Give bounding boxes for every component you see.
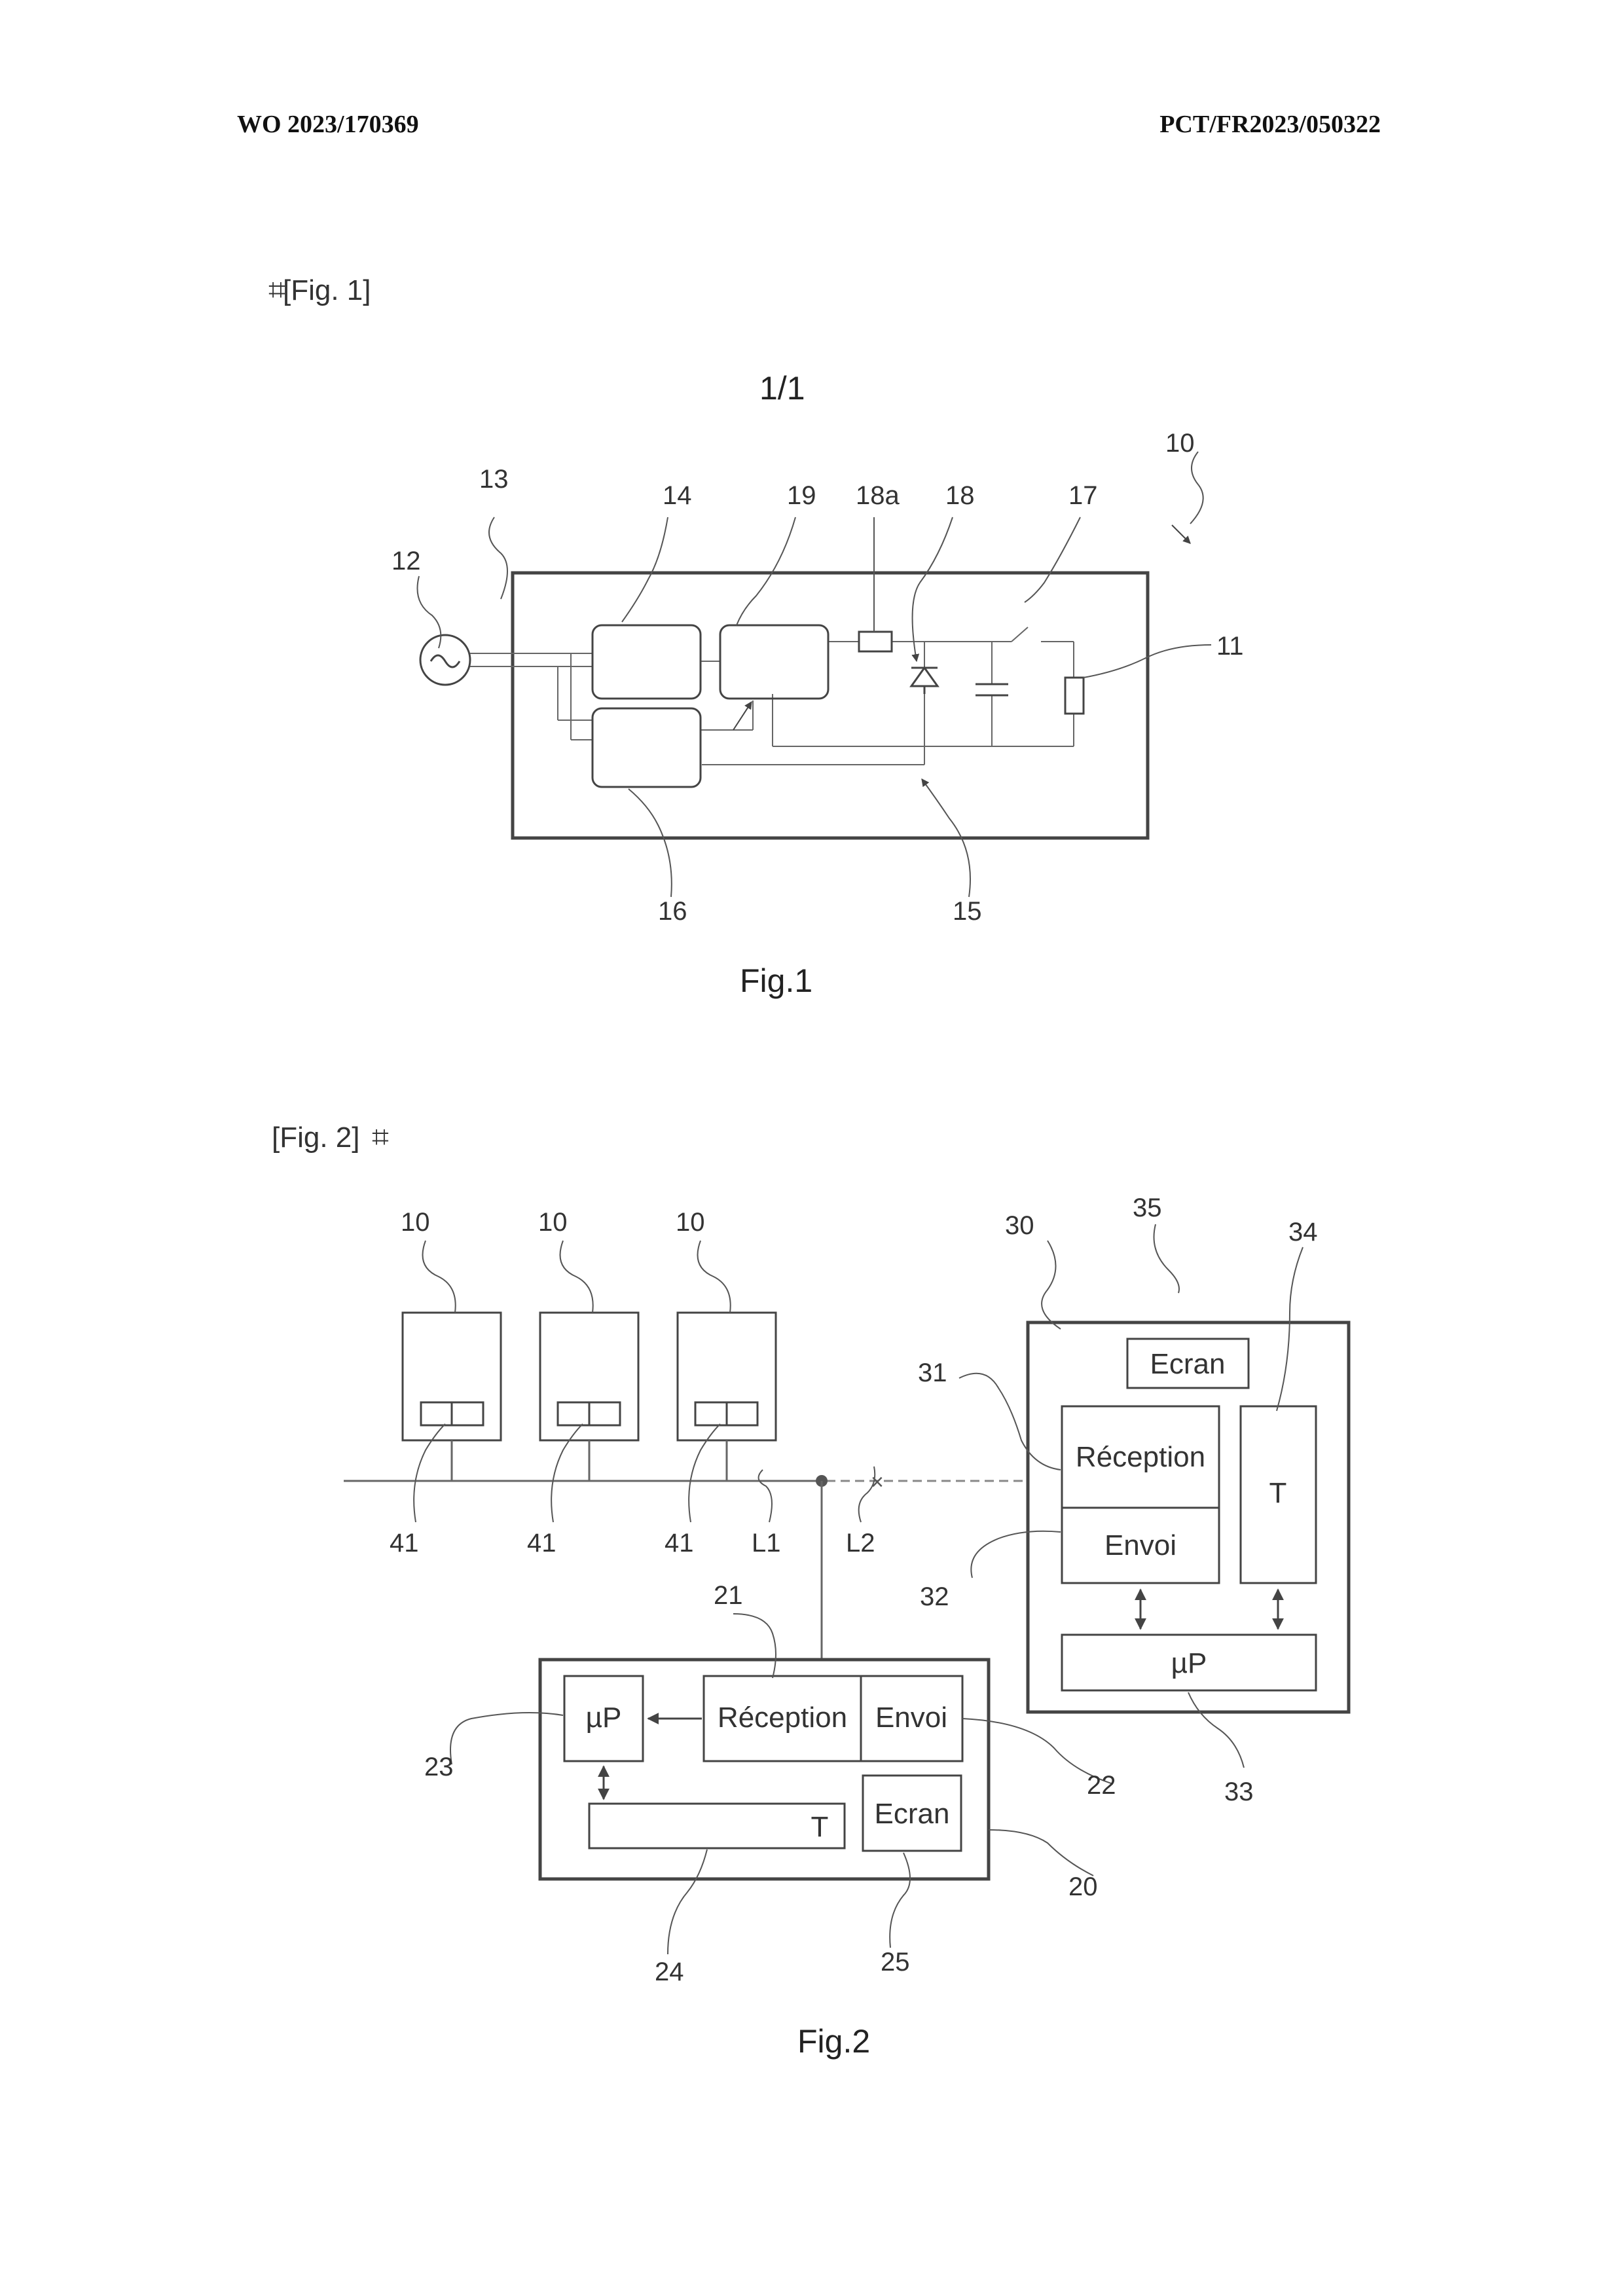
ref-10-appliance-3: 10 <box>676 1208 705 1237</box>
ref-18a: 18a <box>856 481 900 510</box>
signal-arrow <box>733 701 752 731</box>
ref-35: 35 <box>1133 1194 1162 1222</box>
unit-20-screen <box>862 1774 962 1852</box>
ref-30: 30 <box>1005 1211 1034 1240</box>
ref-21: 21 <box>714 1581 743 1610</box>
ref-11: 11 <box>1216 632 1244 661</box>
ref-33: 33 <box>1224 1777 1254 1806</box>
unit-20-housing <box>538 1658 991 1881</box>
fig1-tag-hash: ⌗ <box>268 272 285 306</box>
appliance-2 <box>539 1311 640 1481</box>
sine-icon <box>429 654 461 668</box>
ref-13: 13 <box>479 465 509 494</box>
ac-source-symbol <box>419 634 471 686</box>
sheet-number: 1/1 <box>759 370 805 407</box>
ref-18: 18 <box>945 481 975 510</box>
fig2: [Fig. 2] ⌗ × <box>272 1120 1351 2060</box>
unit-30-comm-block <box>1061 1405 1220 1584</box>
unit-20-processor <box>563 1675 644 1762</box>
unit-30-reception: Réception <box>1076 1441 1205 1473</box>
fig2-caption: Fig.2 <box>797 2023 870 2060</box>
fig1-tag: [Fig. 1] <box>283 274 371 306</box>
unit-20-envoi: Envoi <box>875 1702 947 1734</box>
unit-30-screen <box>1126 1338 1250 1389</box>
appliance-housing <box>511 571 1150 840</box>
unit-30-screen-label: Ecran <box>1150 1348 1226 1380</box>
ref-23: 23 <box>424 1753 454 1781</box>
ref-17: 17 <box>1068 481 1098 510</box>
appliance-1 <box>401 1311 502 1481</box>
fig1: ⌗ [Fig. 1] 1/1 <box>268 272 1244 999</box>
ref-34: 34 <box>1288 1218 1318 1247</box>
unit-30-processor <box>1061 1633 1317 1692</box>
load-11 <box>1064 676 1085 715</box>
fig1-caption: Fig.1 <box>740 962 812 999</box>
unit-20-screen-label: Ecran <box>875 1798 950 1830</box>
block-19 <box>719 624 830 700</box>
publication-number: WO 2023/170369 <box>237 111 419 138</box>
ref-l2: L2 <box>846 1529 875 1558</box>
ref-15: 15 <box>953 897 982 926</box>
block-14 <box>591 624 702 700</box>
ref-25: 25 <box>881 1948 910 1977</box>
ref-22: 22 <box>1087 1771 1116 1800</box>
ref-16: 16 <box>658 897 687 926</box>
ref-10-appliance-2: 10 <box>538 1208 568 1237</box>
ref-10: 10 <box>1165 429 1195 458</box>
unit-30-housing <box>1026 1321 1351 1714</box>
fig2-tag: [Fig. 2] <box>272 1121 360 1154</box>
fig2-leaders <box>413 1224 1304 1955</box>
component-18a <box>858 630 893 653</box>
unit-30-processor-label: µP <box>1171 1647 1207 1679</box>
ref-l1: L1 <box>752 1529 781 1558</box>
fig2-tag-hash: ⌗ <box>372 1120 389 1154</box>
thyristor-symbol <box>909 666 939 687</box>
ref-20: 20 <box>1068 1872 1098 1901</box>
ref-10-appliance-1: 10 <box>401 1208 430 1237</box>
ref-24: 24 <box>655 1958 684 1986</box>
block-16 <box>591 707 702 788</box>
unit-20-processor-label: µP <box>586 1702 622 1734</box>
unit-30-envoi: Envoi <box>1104 1529 1176 1561</box>
ref-41-appliance-3: 41 <box>665 1529 694 1558</box>
ref-12: 12 <box>392 547 421 575</box>
fig1-wiring <box>470 627 1074 765</box>
ref-19: 19 <box>787 481 816 510</box>
ref-41-appliance-2: 41 <box>527 1529 556 1558</box>
unit-20-timer-label: T <box>811 1811 829 1843</box>
appliance-3 <box>676 1311 777 1481</box>
unit-20-timer <box>588 1802 846 1850</box>
unit-20-reception: Réception <box>718 1702 847 1734</box>
break-mark-icon: × <box>871 1470 884 1495</box>
unit-30-timer-label: T <box>1269 1477 1287 1509</box>
ref-31: 31 <box>918 1358 947 1387</box>
application-number: PCT/FR2023/050322 <box>1159 111 1381 138</box>
ref-32: 32 <box>920 1582 949 1611</box>
fig1-leaders <box>416 451 1212 898</box>
ref-14: 14 <box>663 481 692 510</box>
ref-41-appliance-1: 41 <box>390 1529 419 1558</box>
